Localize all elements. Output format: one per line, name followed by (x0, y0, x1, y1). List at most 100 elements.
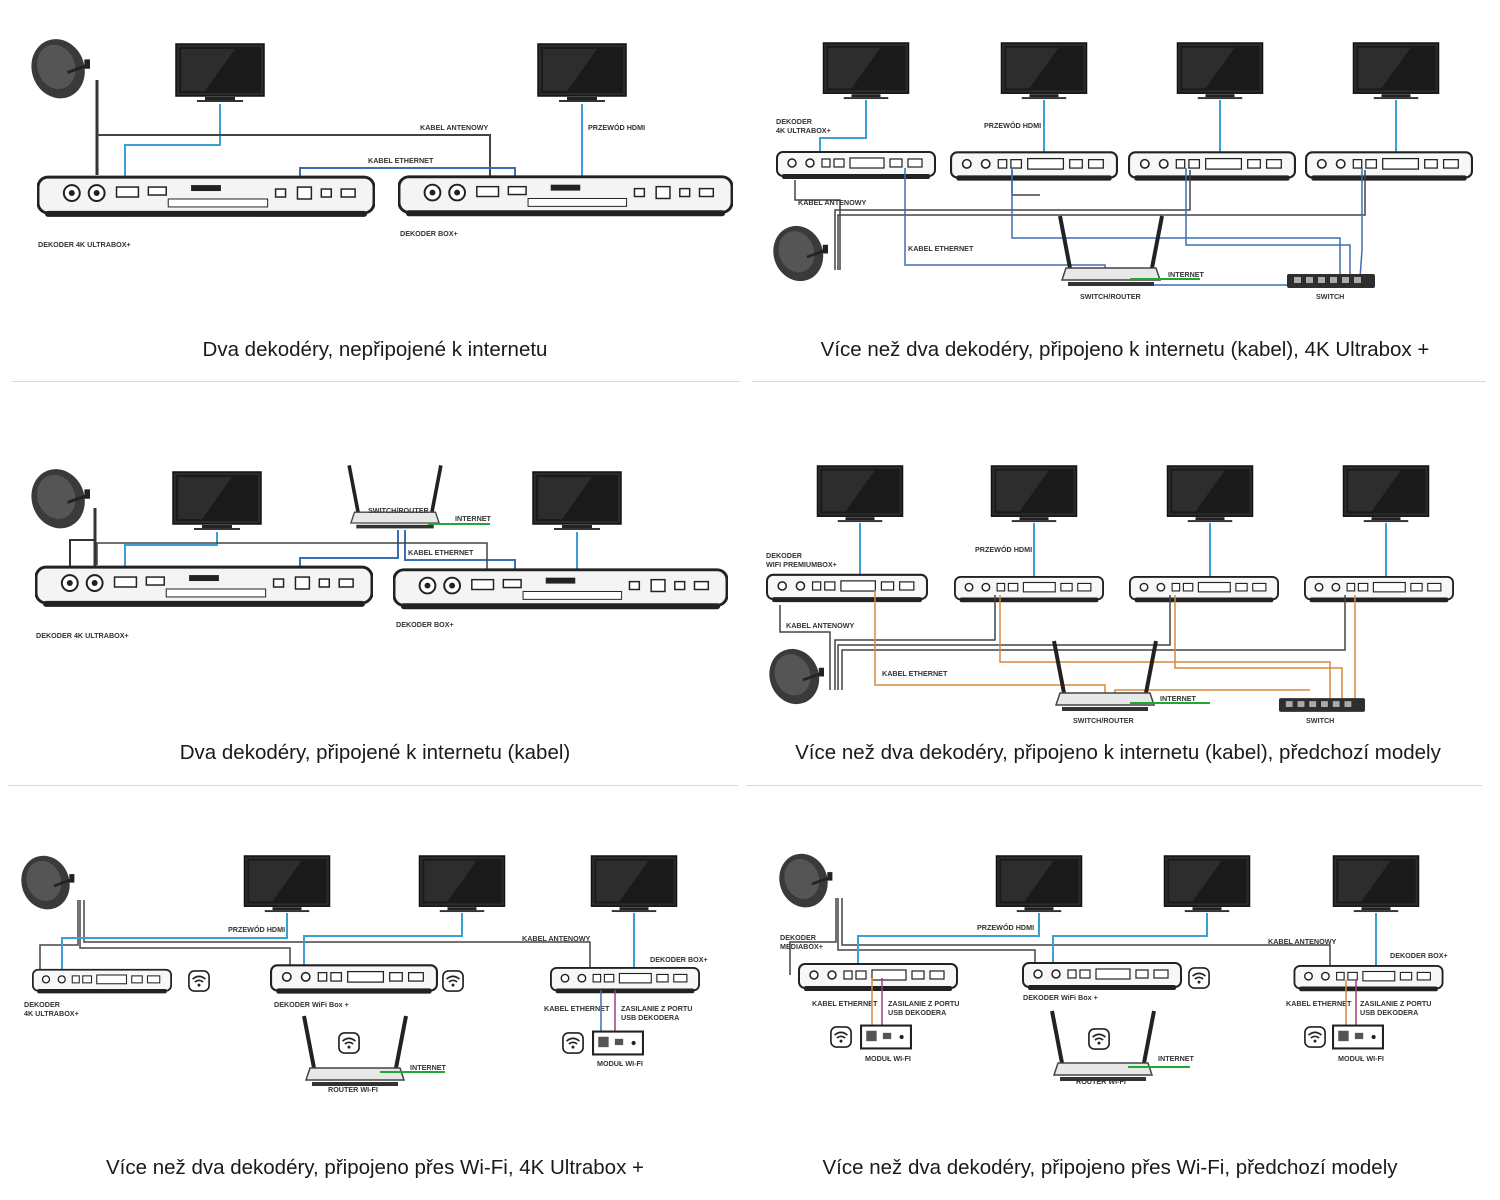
diagram-panel-5: PRZEWÓD HDMI KABEL ANTENOWY DEKODER BOX+… (0, 800, 750, 1200)
satellite-dish-icon (30, 465, 95, 538)
decoder-box-plus (549, 966, 701, 995)
label-usb-dekodera: USB DEKODERA (888, 1008, 946, 1017)
decoder (1128, 151, 1296, 182)
label-kabel-antenowy: KABEL ANTENOWY (1268, 937, 1336, 946)
label-dekoder-4k-line2: 4K ULTRABOX+ (24, 1009, 79, 1018)
label-kabel-ethernet: KABEL ETHERNET (812, 999, 878, 1008)
wifi-module (860, 1024, 912, 1050)
divider (752, 381, 1486, 382)
wifi-module (1332, 1024, 1384, 1050)
label-dekoder-wifi-premium-line1: DEKODER (766, 551, 803, 560)
label-kabel-antenowy: KABEL ANTENOWY (786, 621, 854, 630)
label-kabel-antenowy: KABEL ANTENOWY (522, 934, 590, 943)
label-switch: SWITCH (1316, 292, 1344, 301)
label-dekoder-4k-line2: 4K ULTRABOX+ (776, 126, 831, 135)
label-przewod-hdmi: PRZEWÓD HDMI (977, 923, 1034, 932)
tv-icon (1166, 465, 1254, 523)
label-dekoder-4k: DEKODER 4K ULTRABOX+ (38, 240, 131, 249)
divider (8, 785, 738, 786)
label-internet: INTERNET (1158, 1054, 1195, 1063)
tv-icon (532, 471, 622, 531)
label-dekoder-4k-line1: DEKODER (24, 1000, 61, 1009)
tv-icon (1342, 465, 1430, 523)
label-modul-wifi-2: MODUŁ WI-FI (1338, 1054, 1384, 1063)
satellite-dish-icon (778, 850, 837, 916)
label-dekoder-mediabox-line1: DEKODER (780, 933, 817, 942)
label-internet: INTERNET (455, 514, 492, 523)
router-icon (1058, 214, 1164, 288)
caption-panel-6: Více než dva dekodéry, připojeno přes Wi… (822, 1156, 1398, 1179)
label-modul-wifi: MODUŁ WI-FI (865, 1054, 911, 1063)
diagram-svg-3: SWITCH/ROUTER INTERNET KABEL ETHERNET DE… (30, 463, 728, 640)
divider (12, 381, 740, 382)
label-przewod-hdmi: PRZEWÓD HDMI (588, 123, 645, 132)
label-dekoder-4k: DEKODER 4K ULTRABOX+ (36, 631, 129, 640)
wifi-icon (562, 1032, 584, 1054)
label-zasilanie: ZASILANIE Z PORTU (621, 1004, 692, 1013)
caption-panel-2: Více než dva dekodéry, připojeno k inter… (820, 338, 1430, 361)
label-kabel-ethernet: KABEL ETHERNET (408, 548, 474, 557)
router-icon (1052, 639, 1158, 713)
label-router-wifi: ROUTER WI-FI (1076, 1077, 1126, 1086)
wifi-module (592, 1030, 644, 1056)
divider (746, 785, 1482, 786)
switch-icon (1278, 698, 1366, 712)
tv-icon (418, 855, 506, 913)
diagram-svg-2: DEKODER 4K ULTRABOX+ PRZEWÓD HDMI KABEL … (772, 42, 1473, 301)
label-switch: SWITCH (1306, 716, 1334, 725)
label-dekoder-box: DEKODER BOX+ (1390, 951, 1448, 960)
wifi-icon (1188, 967, 1210, 989)
label-zasilanie: ZASILANIE Z PORTU (888, 999, 959, 1008)
label-internet: INTERNET (1160, 694, 1197, 703)
tv-icon (816, 465, 904, 523)
decoder-wifi-box (270, 964, 438, 995)
tv-icon (1000, 42, 1088, 100)
decoder-box-plus (398, 175, 733, 218)
wifi-icon (1304, 1026, 1326, 1048)
diagram-panel-3: SWITCH/ROUTER INTERNET KABEL ETHERNET DE… (0, 400, 750, 800)
label-switch-router: SWITCH/ROUTER (1080, 292, 1141, 301)
label-zasilanie-2: ZASILANIE Z PORTU (1360, 999, 1431, 1008)
decoder-mediabox (797, 962, 959, 993)
satellite-dish-icon (772, 222, 833, 290)
label-dekoder-wifi-box: DEKODER WiFi Box + (1023, 993, 1098, 1002)
label-dekoder-box: DEKODER BOX+ (400, 229, 458, 238)
tv-icon (537, 43, 627, 103)
label-usb-dekodera-2: USB DEKODERA (1360, 1008, 1418, 1017)
caption-panel-5: Více než dva dekodéry, připojeno přes Wi… (106, 1156, 644, 1179)
decoder-box-plus (1293, 964, 1444, 993)
label-dekoder-wifi-premium-line2: WIFI PREMIUMBOX+ (766, 560, 837, 569)
decoder-4k-ultrabox (35, 565, 373, 609)
label-kabel-ethernet-2: KABEL ETHERNET (1286, 999, 1352, 1008)
tv-icon (1176, 42, 1264, 100)
diagram-panel-1: KABEL ANTENOWY KABEL ETHERNET PRZEWÓD HD… (0, 0, 750, 400)
tv-icon (822, 42, 910, 100)
tv-icon (1163, 855, 1251, 913)
label-internet: INTERNET (1168, 270, 1205, 279)
decoder (1305, 151, 1473, 182)
label-dekoder-box: DEKODER BOX+ (650, 955, 708, 964)
decoder-4k-ultrabox (37, 175, 375, 219)
label-switch-router: SWITCH/ROUTER (368, 506, 429, 515)
label-kabel-ethernet: KABEL ETHERNET (544, 1004, 610, 1013)
label-kabel-antenowy: KABEL ANTENOWY (420, 123, 488, 132)
wifi-icon (338, 1032, 360, 1054)
diagram-svg-4: DEKODER WIFI PREMIUMBOX+ PRZEWÓD HDMI KA… (766, 465, 1455, 725)
tv-icon (990, 465, 1078, 523)
tv-icon (1352, 42, 1440, 100)
decoder-4k-ultrabox (31, 968, 173, 995)
decoder-wifi-box (1022, 961, 1182, 992)
decoder (1303, 575, 1455, 604)
label-switch-router: SWITCH/ROUTER (1073, 716, 1134, 725)
tv-icon (995, 855, 1083, 913)
tv-icon (1332, 855, 1420, 913)
tv-icon (590, 855, 678, 913)
label-przewod-hdmi: PRZEWÓD HDMI (228, 925, 285, 934)
caption-panel-1: Dva dekodéry, nepřipojené k internetu (202, 338, 548, 361)
decoder (953, 575, 1105, 604)
label-kabel-antenowy: KABEL ANTENOWY (798, 198, 866, 207)
caption-panel-4: Více než dva dekodéry, připojeno k inter… (795, 741, 1441, 764)
label-przewod-hdmi: PRZEWÓD HDMI (975, 545, 1032, 554)
wifi-icon (188, 970, 210, 992)
decoder-4k-ultrabox (775, 150, 937, 181)
